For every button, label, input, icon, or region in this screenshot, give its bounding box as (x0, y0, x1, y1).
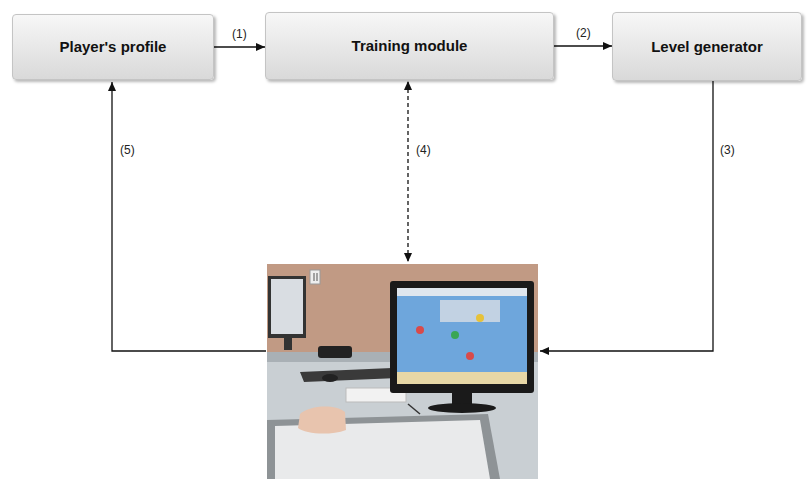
feedback-wire (112, 82, 266, 351)
callout-number: (3) (718, 143, 737, 157)
setup-photo (267, 264, 538, 479)
box-label: Player's profile (60, 38, 167, 56)
level-wire (540, 81, 713, 351)
callout-number: (2) (574, 26, 593, 40)
process-box: Level generator (612, 12, 802, 81)
arrow-connector (554, 45, 612, 46)
process-box: Player's profile (12, 14, 214, 80)
callout-number: (1) (230, 27, 249, 41)
callout-number: (5) (118, 143, 137, 157)
arrow-connector (214, 46, 265, 47)
box-label: Training module (352, 37, 468, 55)
callout-number: (4) (414, 143, 433, 157)
interaction-wire (407, 82, 408, 262)
box-label: Level generator (651, 38, 763, 56)
process-box: Training module (265, 12, 554, 80)
